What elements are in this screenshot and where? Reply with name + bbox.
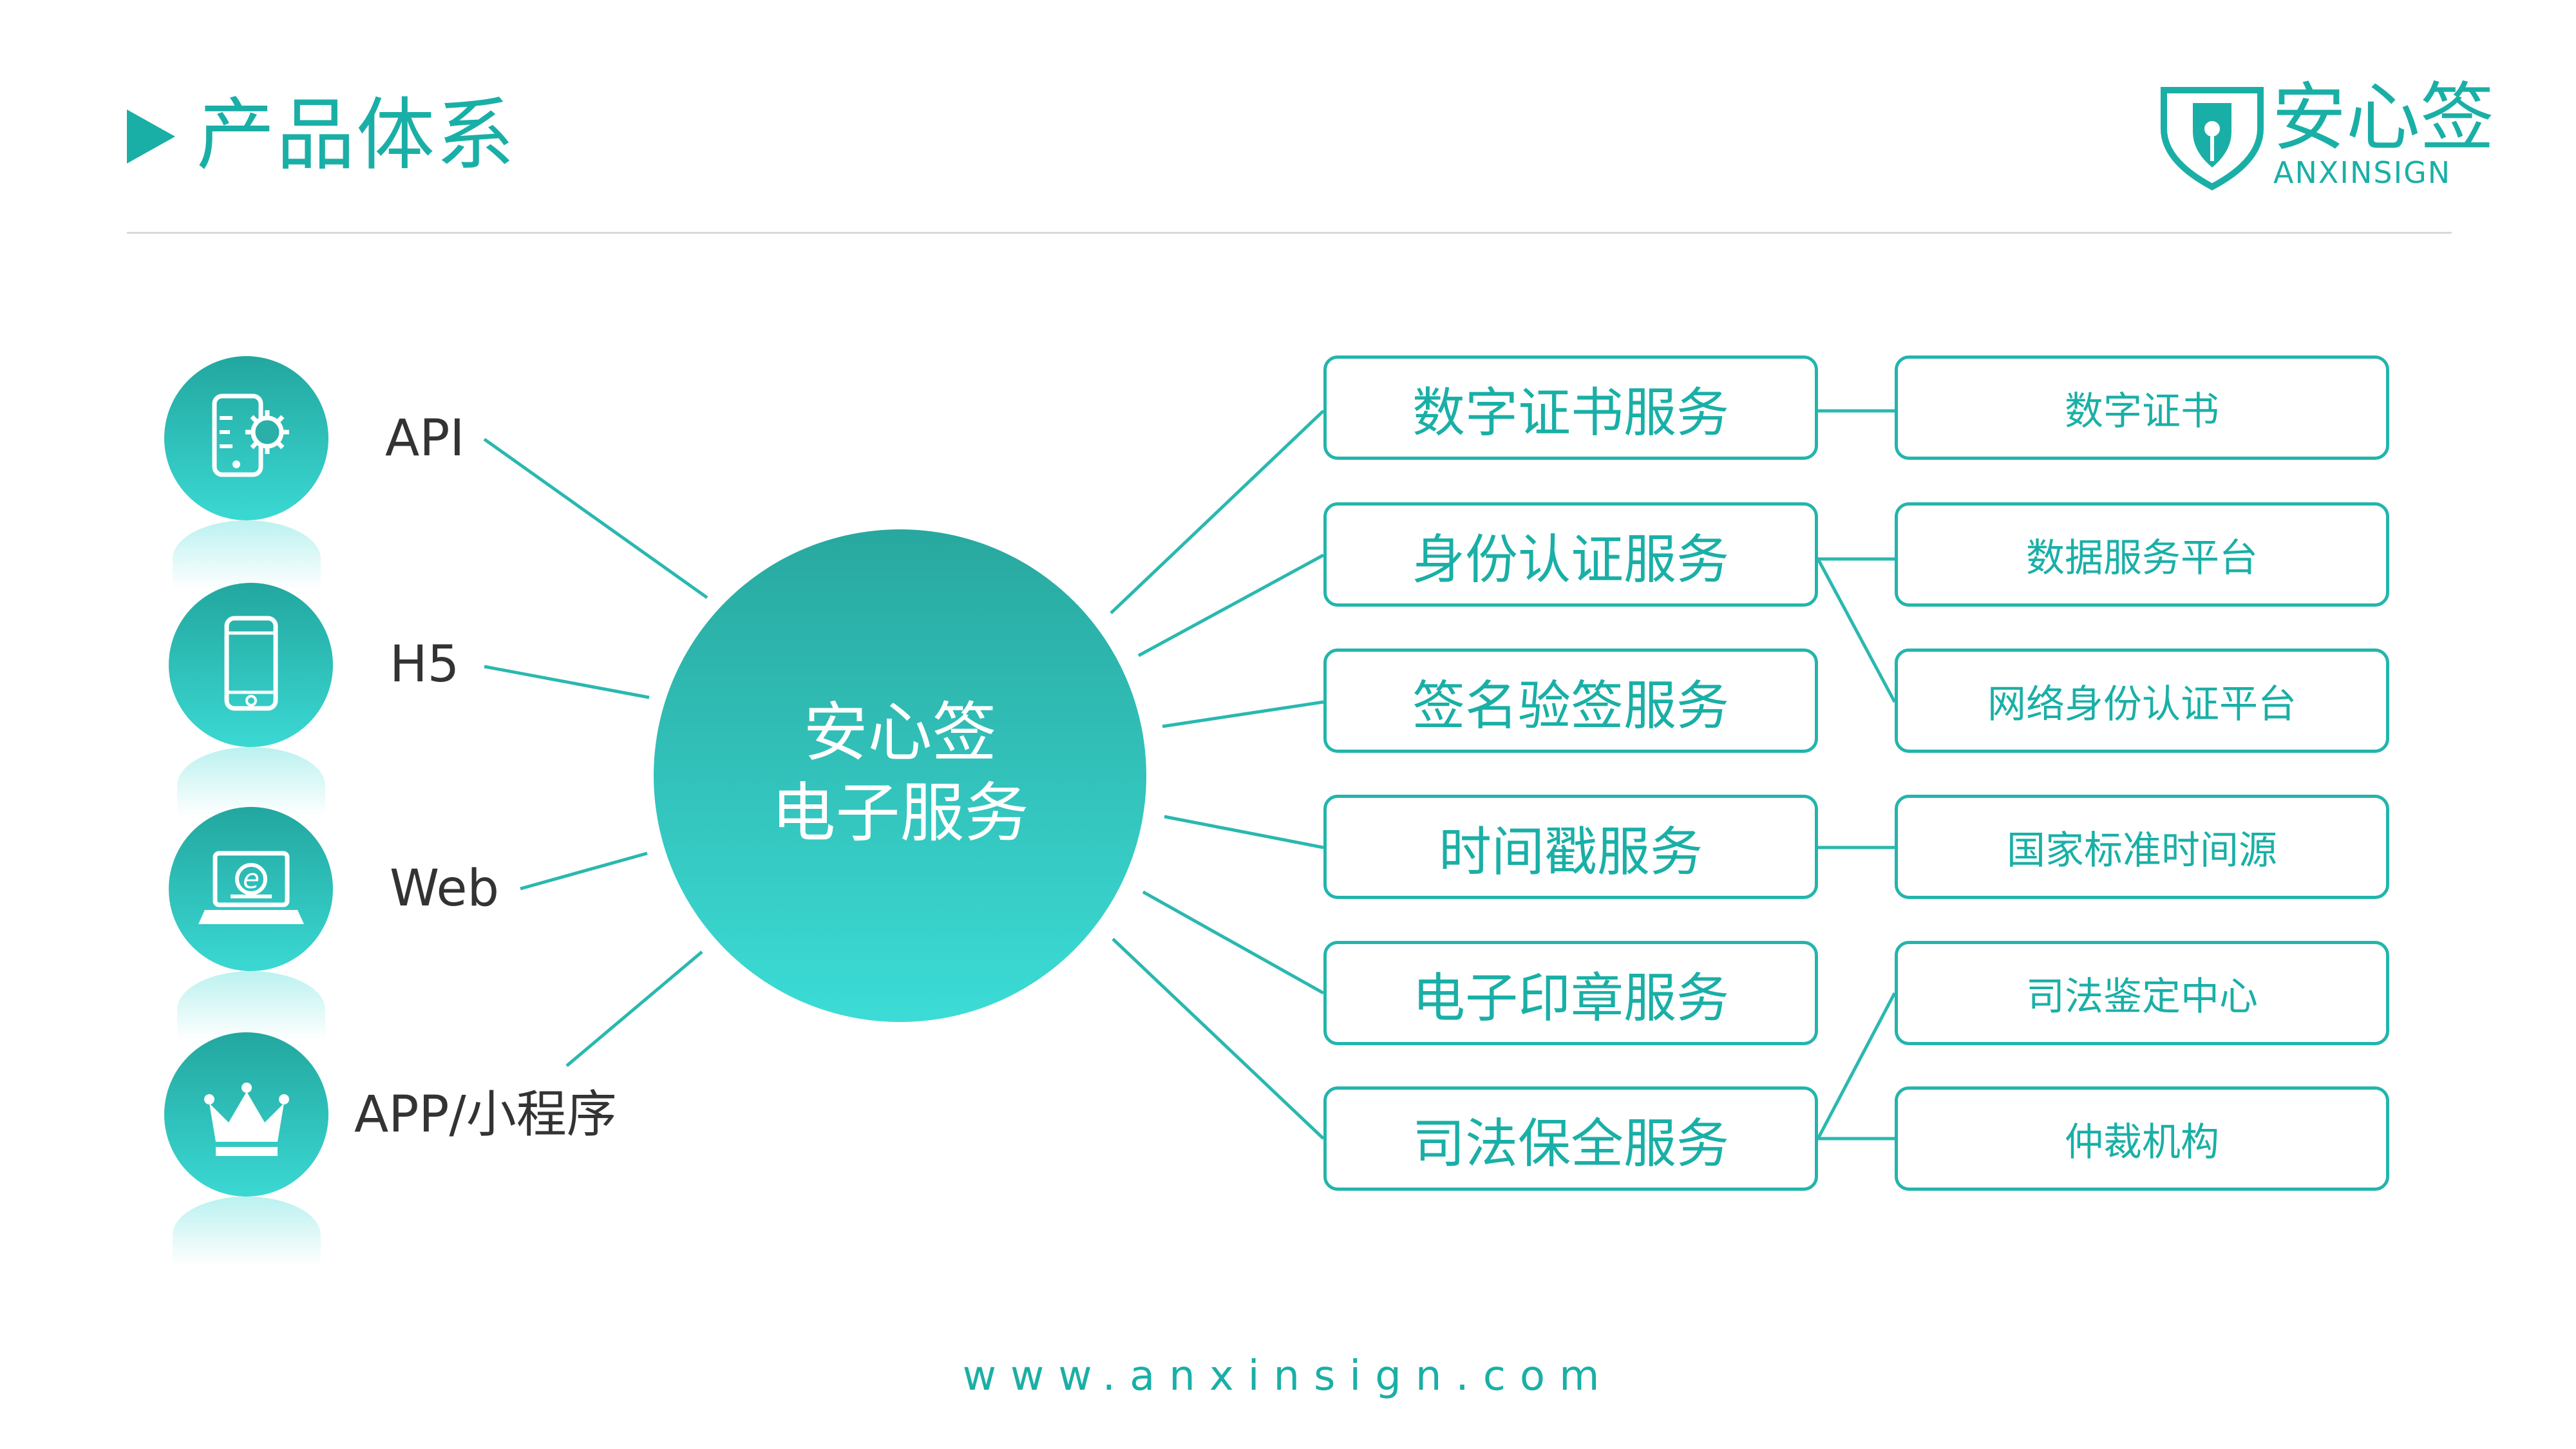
logo-pen-shield-icon [2161,87,2264,191]
connector-app [565,951,703,1067]
source-box-data-service-platform: 数据服务平台 [1895,502,2389,607]
footer-url: www.anxinsign.com [962,1352,1614,1400]
connector-src-3 [1816,558,1897,703]
source-box-arbitration-institution: 仲裁机构 [1895,1086,2389,1191]
service-box-e-seal: 电子印章服务 [1323,941,1818,1045]
service-box-timestamp: 时间戳服务 [1323,795,1818,899]
channel-label-h5: H5 [390,636,460,694]
source-box-judicial-appraisal-center: 司法鉴定中心 [1895,941,2389,1045]
connector-src-5 [1816,992,1897,1140]
source-box-network-identity-platform: 网络身份认证平台 [1895,649,2389,753]
service-box-judicial-preservation: 司法保全服务 [1323,1086,1818,1191]
hub-circle [654,529,1146,1022]
source-box-national-time-source: 国家标准时间源 [1895,795,2389,899]
channel-label-api: API [385,410,465,468]
laptop-browser-icon: e [198,851,304,924]
connector-svc-3 [1162,700,1324,728]
hub-label-line2: 电子服务 [771,775,1029,851]
smartphone-icon [224,616,278,711]
connector-web [520,851,648,891]
source-box-digital-certificate: 数字证书 [1895,355,2389,460]
channel-label-web: Web [390,860,500,918]
phone-gear-icon [212,393,289,477]
channel-icon-api [164,356,328,520]
connector-svc-5 [1142,890,1325,995]
logo-subtitle: ANXINSIGN [2273,155,2452,190]
hub-label: 安心签 电子服务 [654,692,1146,853]
channel-icon-app [164,1032,328,1197]
channel-label-app: APP/小程序 [354,1086,617,1144]
connector-svc-4 [1164,815,1324,849]
connector-h5 [484,665,650,699]
connector-svc-2 [1137,553,1325,658]
connector-svc-6 [1112,938,1325,1140]
channel-icon-web: e [169,807,333,971]
service-box-digital-certificate: 数字证书服务 [1323,355,1818,460]
hub-label-line1: 安心签 [803,695,997,770]
connector-api [483,437,708,600]
title-arrow-icon [127,109,175,164]
connector-svc-1 [1110,410,1325,614]
page-title: 产品体系 [196,90,516,181]
channel-reflection [173,1197,321,1274]
header-divider [127,232,2452,234]
svg-text:e: e [243,863,260,895]
service-box-identity-auth: 身份认证服务 [1323,502,1818,607]
crown-icon [204,1083,289,1156]
service-box-signature-verify: 签名验签服务 [1323,649,1818,753]
channel-icon-h5 [169,583,333,747]
logo-name: 安心签 [2272,75,2495,161]
